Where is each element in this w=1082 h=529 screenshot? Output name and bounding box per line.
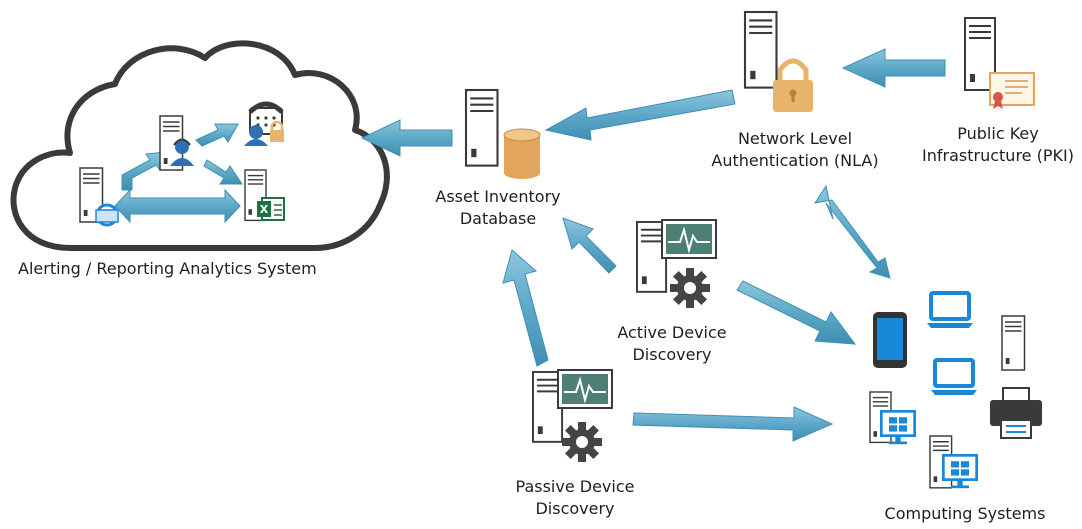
pki-label-line2: Infrastructure (PKI)	[922, 146, 1074, 165]
asset-db-label-line1: Asset Inventory	[435, 187, 561, 206]
nla-label-line2: Authentication (NLA)	[711, 151, 879, 170]
nla-label: Network Level Authentication (NLA)	[700, 128, 890, 172]
arrow-passive-to-computing	[632, 406, 834, 442]
arrow-nla-to-db	[544, 89, 736, 141]
gear-icon	[562, 422, 602, 462]
pki-label-line1: Public Key	[957, 124, 1039, 143]
phone-icon	[873, 312, 907, 368]
passive-discovery-label-line2: Discovery	[535, 499, 615, 518]
arrow-active-to-computing	[736, 280, 857, 345]
active-discovery-label: Active Device Discovery	[597, 322, 747, 366]
arrow-pki-to-nla	[841, 48, 946, 88]
phone-icon	[244, 101, 284, 146]
arrow-active-to-db	[562, 217, 617, 274]
flow-arrows	[360, 48, 946, 442]
monitor-icon	[557, 369, 613, 409]
printer-icon	[990, 387, 1042, 439]
server-icon	[743, 10, 778, 89]
computing-systems-label: Computing Systems	[884, 504, 1046, 523]
laptop-icon	[925, 291, 975, 330]
nla-label-line1: Network Level	[737, 129, 853, 148]
svg-text:X: X	[260, 203, 269, 216]
analytics-system-label: Alerting / Reporting Analytics System	[18, 259, 317, 278]
gear-icon	[670, 268, 710, 308]
server-icon	[464, 88, 499, 167]
asset-db-label-line2: Database	[459, 209, 537, 228]
excel-icon: X	[257, 197, 285, 221]
arrow-db-to-cloud	[360, 119, 453, 157]
lock-icon	[773, 58, 813, 112]
active-discovery-label-line1: Active Device	[617, 323, 727, 342]
cloud-internal-arrows	[114, 123, 243, 224]
cloud-icon	[10, 40, 390, 251]
asset-db-label: Asset Inventory Database	[422, 186, 574, 230]
monitor-icon	[661, 219, 717, 259]
server-icon	[1001, 315, 1026, 371]
passive-discovery-label: Passive Device Discovery	[495, 476, 655, 520]
arrow-passive-to-db	[502, 249, 549, 367]
passive-discovery-label-line1: Passive Device	[515, 477, 635, 496]
laptop-icon	[929, 358, 979, 397]
active-discovery-label-line2: Discovery	[632, 345, 712, 364]
database-icon	[503, 128, 541, 179]
arrow-nla-computing	[813, 184, 891, 279]
pki-label: Public Key Infrastructure (PKI)	[914, 123, 1082, 167]
user-icon	[170, 138, 194, 166]
certificate-icon	[989, 72, 1035, 109]
